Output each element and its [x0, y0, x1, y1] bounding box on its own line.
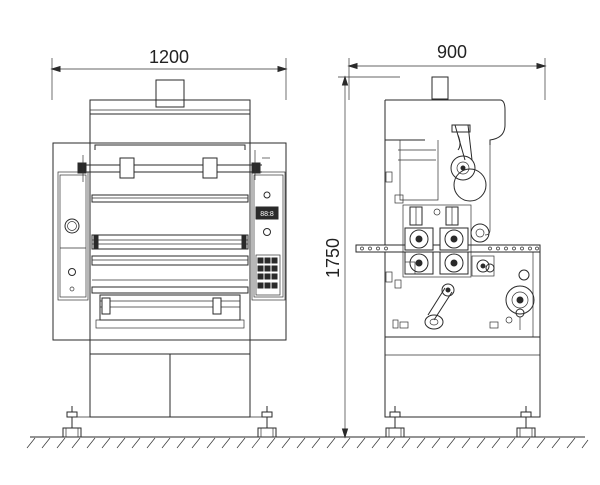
front-view: 88:8	[52, 79, 287, 438]
width-side-label: 900	[437, 42, 467, 62]
front-feet	[62, 406, 277, 438]
height-label: 1750	[323, 238, 343, 278]
dimension-width-side: 900	[347, 42, 547, 100]
width-front-label: 1200	[149, 47, 189, 67]
dimension-width-front: 1200	[50, 47, 288, 100]
dimension-height: 1750	[323, 75, 400, 439]
ground-line	[26, 436, 589, 449]
side-view	[355, 76, 541, 438]
gear-cluster	[404, 206, 469, 275]
bar-holes	[360, 246, 539, 251]
control-buttons	[257, 257, 278, 289]
side-feet	[385, 406, 536, 438]
panel-display: 88:8	[260, 211, 274, 218]
